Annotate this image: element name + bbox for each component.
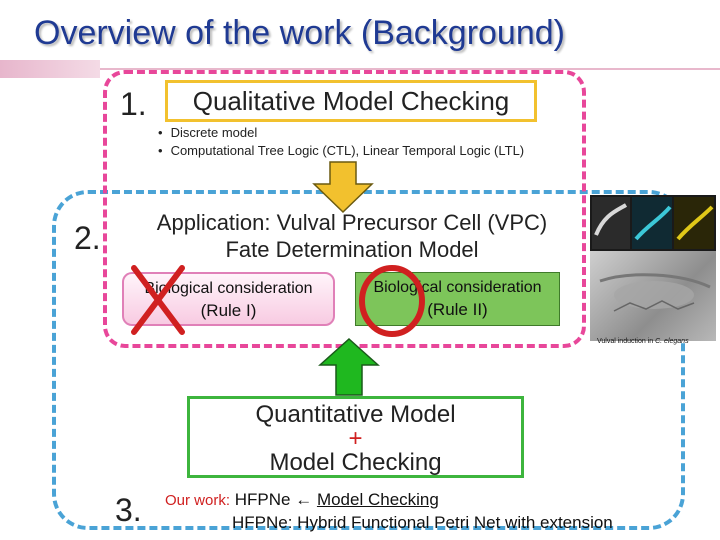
rule1-label: Biological consideration [144, 280, 313, 297]
hfpne-definition: HFPNe: Hybrid Functional Petri Net with … [232, 513, 613, 532]
slide-title: Overview of the work (Background) [34, 14, 565, 52]
photo-caption: Vulval induction in C. elegans [597, 338, 689, 345]
green-up-arrow-icon [318, 337, 380, 396]
vulval-induction-photo [590, 195, 716, 341]
section2-number: 2. [74, 220, 101, 256]
rule1-name: (Rule I) [200, 301, 257, 320]
qm-line1: Quantitative Model [255, 401, 456, 428]
application-heading: Application: Vulval Precursor Cell (VPC)… [112, 209, 592, 263]
qm-plus: + [348, 425, 363, 452]
quantitative-model-checking-box: Quantitative Model + Model Checking [187, 396, 524, 478]
section1-bullet-list: Discrete model Computational Tree Logic … [158, 124, 525, 160]
rule2-box: Biological consideration (Rule II) [355, 272, 560, 326]
application-heading-line2: Fate Determination Model [225, 237, 479, 262]
title-accent-bar [0, 60, 100, 78]
qm-line2: Model Checking [269, 449, 442, 476]
qualitative-model-checking-box: Qualitative Model Checking [165, 80, 537, 122]
our-work-method: HFPNe [230, 490, 296, 509]
bullet-item: Computational Tree Logic (CTL), Linear T… [158, 142, 525, 160]
model-checking-link: Model Checking [316, 490, 439, 509]
rule2-name: (Rule II) [427, 300, 488, 319]
fluorescence-panel [590, 195, 716, 251]
dic-panel [590, 251, 716, 341]
application-heading-line1: Application: Vulval Precursor Cell (VPC) [156, 210, 548, 235]
caption-prefix: Vulval induction in [597, 338, 656, 345]
section3-number: 3. [115, 492, 142, 528]
caption-species: C. elegans [655, 338, 689, 345]
title-underline [100, 68, 720, 70]
left-arrow-icon: ← [295, 490, 313, 509]
circle-mark-icon [359, 265, 425, 337]
section3-dashed-frame [52, 190, 685, 530]
our-work-label: Our work: [165, 492, 231, 509]
yellow-down-arrow-icon [312, 161, 374, 214]
bullet-item: Discrete model [158, 124, 524, 142]
cross-mark-icon [131, 265, 185, 335]
rule1-box: Biological consideration (Rule I) [122, 272, 335, 326]
section1-number: 1. [120, 86, 147, 122]
our-work-line: Our work: HFPNe ← Model Checking [165, 490, 439, 510]
